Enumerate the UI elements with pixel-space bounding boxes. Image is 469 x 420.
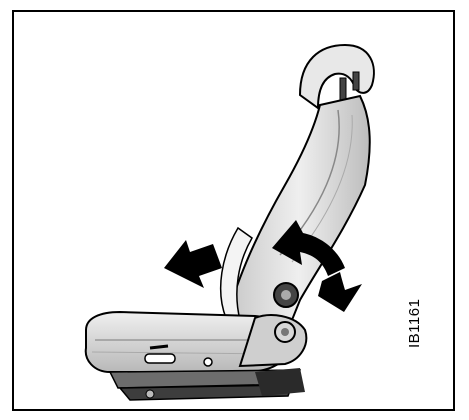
recline-knob-icon (274, 283, 298, 307)
recline-forward-arrow (164, 240, 222, 288)
seat-rails (110, 368, 305, 400)
figure-code: IB1161 (406, 299, 423, 348)
headrest (300, 45, 374, 108)
